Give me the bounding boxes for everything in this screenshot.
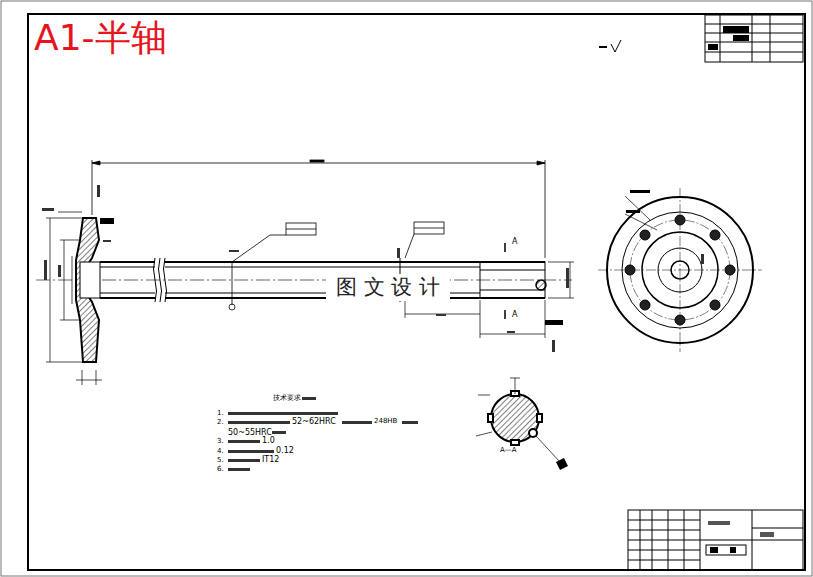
note-value: 0.12 — [276, 447, 294, 455]
watermark: 图 文 设 计 — [326, 274, 450, 301]
note-value: IT12 — [262, 456, 279, 464]
section-label: A—A — [500, 447, 517, 454]
notes-heading: 技术要求 — [272, 395, 302, 402]
note-value: 52~62HRC — [292, 418, 336, 426]
note-number: 4. — [217, 448, 224, 455]
section-mark: A — [512, 311, 517, 319]
note-number: 1. — [217, 410, 224, 417]
note-number: 2. — [217, 419, 224, 426]
note-number: 5. — [217, 457, 224, 464]
sheet-title: A1-半轴 — [34, 20, 167, 56]
section-mark: A — [512, 238, 517, 246]
note-number: 6. — [217, 466, 224, 473]
note-number: 3. — [217, 438, 224, 445]
note-value: 248HB — [374, 418, 397, 425]
note-value: 1.0 — [262, 437, 275, 445]
note-value: 50~55HRC — [228, 429, 272, 437]
